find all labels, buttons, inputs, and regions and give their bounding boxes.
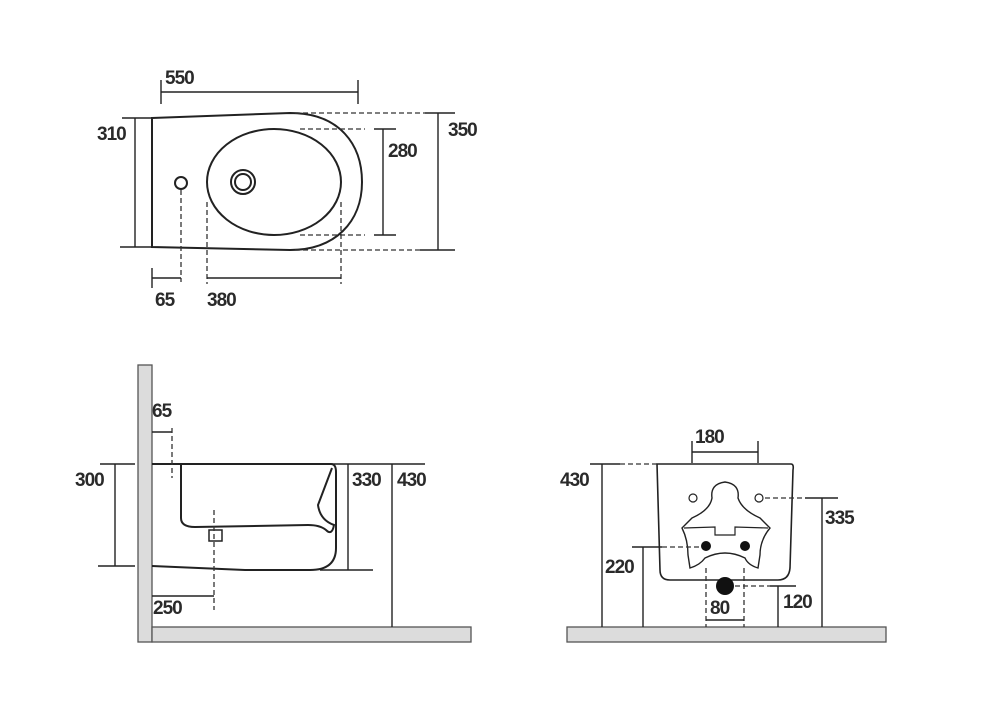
dim-body-height-label: 330 xyxy=(352,470,381,491)
dim-hole-offset-label: 65 xyxy=(155,290,176,311)
waste-point-icon xyxy=(716,577,734,595)
dim-fixing-height-label: 300 xyxy=(75,470,104,491)
dim-depth-total-label: 350 xyxy=(448,120,477,141)
dim-rim-height-label: 430 xyxy=(397,470,426,491)
dim-fixing-height-front-label: 335 xyxy=(825,508,855,529)
floor-front xyxy=(566,626,887,643)
bidet-body-front xyxy=(656,463,795,581)
drain-outer-icon xyxy=(230,169,256,195)
back-cutout-notch xyxy=(683,526,769,536)
back-cutout xyxy=(681,481,771,569)
floor xyxy=(151,626,472,643)
dim-waste-height-label: 120 xyxy=(783,592,812,613)
bidet-body-side xyxy=(151,463,337,571)
bidet-outline-top xyxy=(151,111,364,252)
tap-hole-icon xyxy=(174,176,188,190)
bowl-profile xyxy=(180,464,336,534)
wall xyxy=(137,364,153,643)
fixing-hole-left-icon xyxy=(688,493,698,503)
bowl-outline xyxy=(206,128,342,236)
dim-bowl-width-label: 280 xyxy=(388,141,417,162)
dim-bowl-length-label: 380 xyxy=(207,290,236,311)
dim-depth-back-label: 310 xyxy=(97,124,126,145)
dim-length-label: 550 xyxy=(165,68,194,89)
fixing-hole-right-icon xyxy=(754,493,764,503)
supply-point-left-icon xyxy=(701,541,711,551)
supply-point-right-icon xyxy=(740,541,750,551)
waste-outlet xyxy=(208,529,223,542)
dim-front-rim-height-label: 430 xyxy=(560,470,589,491)
dim-waste-width-label: 80 xyxy=(710,598,730,619)
dim-drain-offset-label: 65 xyxy=(152,401,173,422)
front-view: 430 180 335 220 120 80 xyxy=(560,427,887,643)
dim-supply-height-label: 220 xyxy=(605,557,634,578)
top-view: 550 310 350 280 65 380 xyxy=(97,68,478,311)
side-view: 65 300 330 430 250 xyxy=(75,364,472,643)
dim-waste-distance-label: 250 xyxy=(153,598,182,619)
dim-fixing-spacing-label: 180 xyxy=(695,427,724,448)
drain-inner-icon xyxy=(234,173,252,191)
